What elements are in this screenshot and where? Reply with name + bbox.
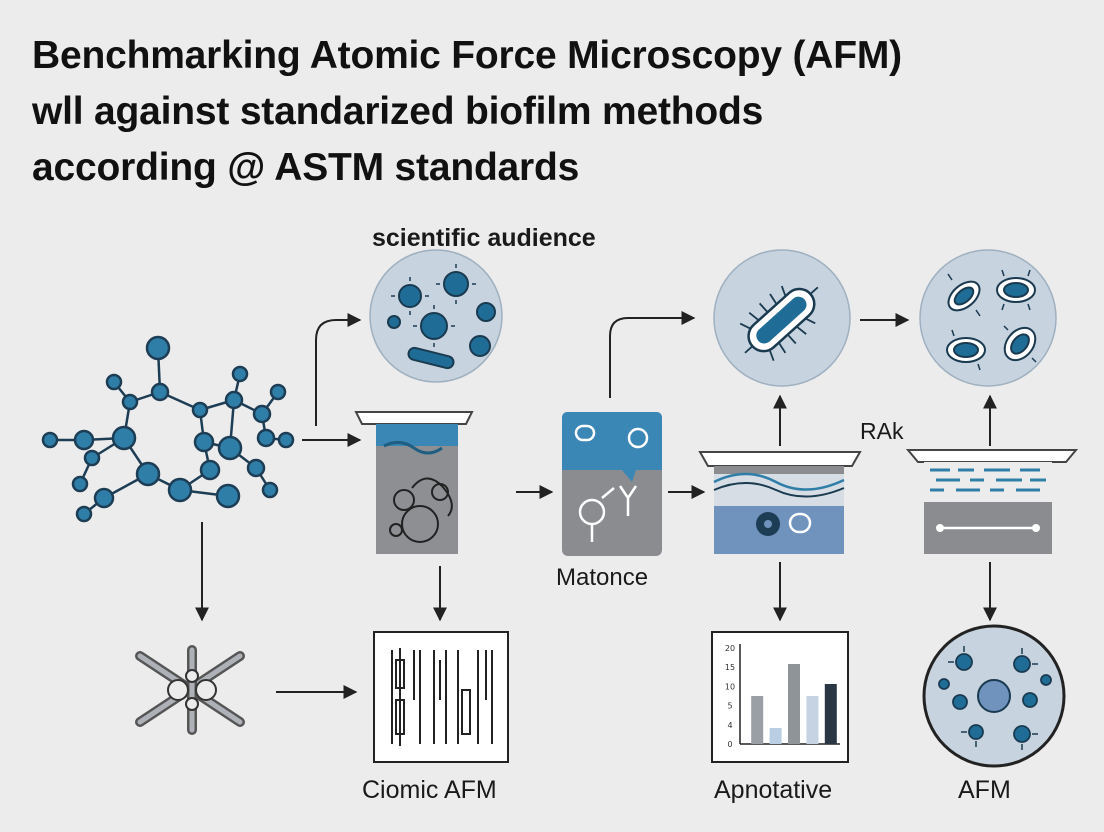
chart-y-tick: 10 [725,682,735,691]
rod-bacterium-icon [713,249,851,387]
matonce-label: Matonce [556,564,649,591]
biofilm-tray-icon [354,411,474,554]
bacteria-cluster-icon [369,249,503,383]
title-line-1: Benchmarking Atomic Force Microscopy (AF… [32,34,902,77]
arrow-to-rod-bacterium [609,311,696,398]
ciomic-afm-label: Ciomic AFM [362,776,497,804]
barcode-panel-icon [373,631,509,763]
chart-bar [751,696,764,744]
scientific-audience-label: scientific audience [372,224,596,252]
molecular-network-icon [41,335,295,523]
chart-y-tick: 0 [727,740,732,749]
chart-bar [824,684,837,744]
apnotative-label: Apnotative [714,776,833,804]
biofilm-tray-2-icon [698,451,862,554]
chart-y-tick: 5 [727,702,732,711]
chart-y-tick: 15 [725,663,735,672]
afm-label: AFM [958,776,1011,804]
crosslinker-icon [135,645,245,735]
bacteria-group-icon [919,249,1057,387]
chart-bar [769,728,782,744]
title-line-3: according @ ASTM standards [32,146,580,189]
biofilm-tray-3-icon [905,449,1079,554]
title-line-2: wll against standarized biofilm methods [32,90,764,133]
afm-device-icon [562,412,662,556]
afm-biofilm-circle-icon [922,624,1066,768]
chart-y-tick: 4 [727,721,732,730]
chart-y-tick: 20 [725,644,735,653]
chart-bar [788,664,800,744]
arrow-to-audience [315,313,362,426]
bar-chart-panel: 20 15 10 5 4 0 [711,631,849,763]
chart-bar [806,696,819,744]
rak-label: RAk [860,418,904,444]
